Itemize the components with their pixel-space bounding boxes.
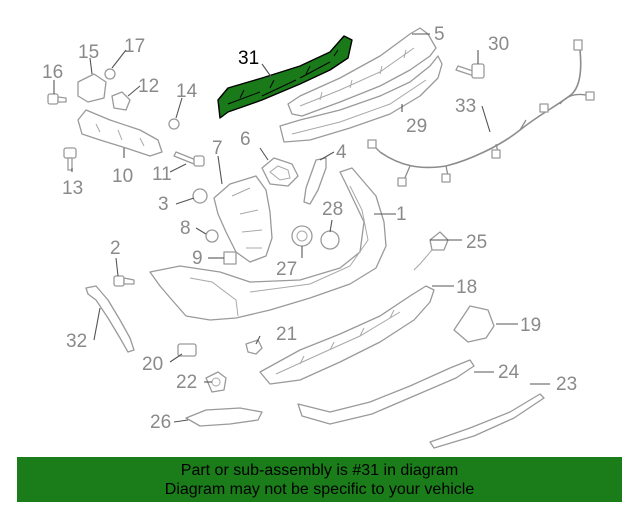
part-23-strip[interactable] — [429, 393, 545, 449]
part-11-bolt[interactable] — [173, 151, 205, 167]
part-20-clip[interactable] — [177, 343, 197, 357]
callout-30[interactable]: 30 — [488, 34, 509, 55]
part-24-moulding[interactable] — [297, 359, 475, 425]
part-21-clip[interactable] — [245, 339, 263, 355]
part-27-sensor[interactable] — [291, 225, 313, 247]
info-banner: Part or sub-assembly is #31 in diagram D… — [17, 457, 622, 502]
callout-11[interactable]: 11 — [152, 164, 172, 185]
callout-23[interactable]: 23 — [556, 374, 577, 395]
callout-5[interactable]: 5 — [434, 24, 445, 45]
leader-lines — [53, 33, 550, 423]
callout-29[interactable]: 29 — [406, 116, 427, 137]
callout-21[interactable]: 21 — [276, 324, 297, 345]
part-9-nut[interactable] — [223, 251, 237, 265]
part-33-wiring-harness[interactable] — [367, 39, 595, 187]
callout-24[interactable]: 24 — [498, 362, 520, 383]
part-17-clip[interactable] — [104, 68, 116, 80]
callout-33[interactable]: 33 — [455, 96, 476, 117]
callout-26[interactable]: 26 — [150, 412, 171, 433]
part-1-bumper-cover[interactable] — [149, 167, 387, 321]
part-14-clip[interactable] — [168, 118, 180, 130]
callout-9[interactable]: 9 — [192, 248, 203, 269]
part-10-bracket[interactable] — [77, 109, 163, 157]
callout-3[interactable]: 3 — [158, 194, 169, 215]
part-29-impact-bar[interactable] — [279, 55, 443, 143]
callout-25[interactable]: 25 — [466, 232, 487, 253]
callout-6[interactable]: 6 — [240, 129, 251, 150]
callout-19[interactable]: 19 — [520, 315, 541, 336]
part-2-screw[interactable] — [113, 275, 135, 287]
part-4-bracket[interactable] — [303, 157, 327, 205]
part-3-clip[interactable] — [192, 188, 208, 204]
callout-16[interactable]: 16 — [42, 62, 63, 83]
callout-15[interactable]: 15 — [78, 42, 99, 63]
callout-31[interactable]: 31 — [238, 48, 259, 69]
callout-17[interactable]: 17 — [124, 36, 145, 57]
callout-13[interactable]: 13 — [62, 178, 83, 199]
callout-14[interactable]: 14 — [176, 81, 198, 102]
callout-32[interactable]: 32 — [66, 331, 87, 352]
part-15-bracket[interactable] — [77, 73, 107, 103]
callout-27[interactable]: 27 — [276, 259, 297, 280]
callout-labels: 31 5 30 33 29 1 25 18 19 24 23 26 22 20 … — [42, 24, 577, 433]
callout-22[interactable]: 22 — [176, 372, 197, 393]
callout-18[interactable]: 18 — [456, 277, 477, 298]
part-25-sensor[interactable] — [413, 231, 449, 271]
banner-line-2: Diagram may not be specific to your vehi… — [164, 480, 475, 498]
part-28-grommet[interactable] — [320, 230, 340, 250]
part-32-moulding[interactable] — [85, 285, 135, 353]
callout-1[interactable]: 1 — [396, 204, 407, 225]
part-31-energy-absorber[interactable] — [217, 35, 353, 119]
part-19-trim[interactable] — [453, 305, 495, 343]
callout-10[interactable]: 10 — [112, 166, 133, 187]
part-6-bezel[interactable] — [261, 157, 299, 187]
part-26-reflector[interactable] — [185, 407, 263, 427]
callout-4[interactable]: 4 — [336, 142, 347, 163]
part-8-clip[interactable] — [205, 229, 219, 243]
callout-7[interactable]: 7 — [212, 138, 223, 159]
callout-28[interactable]: 28 — [322, 199, 343, 220]
part-30-bolt[interactable] — [455, 63, 485, 79]
banner-line-1: Part or sub-assembly is #31 in diagram — [180, 461, 459, 479]
callout-12[interactable]: 12 — [138, 76, 159, 97]
part-12-retainer[interactable] — [111, 91, 131, 111]
callout-2[interactable]: 2 — [110, 238, 121, 259]
callout-8[interactable]: 8 — [180, 218, 191, 239]
part-5-reinforcement[interactable] — [287, 27, 437, 117]
part-16-screw[interactable] — [47, 93, 67, 105]
part-7-side-bracket[interactable] — [213, 175, 273, 263]
part-18-lower-valance[interactable] — [259, 285, 435, 385]
callout-20[interactable]: 20 — [142, 354, 163, 375]
part-13-screw[interactable] — [63, 147, 77, 171]
